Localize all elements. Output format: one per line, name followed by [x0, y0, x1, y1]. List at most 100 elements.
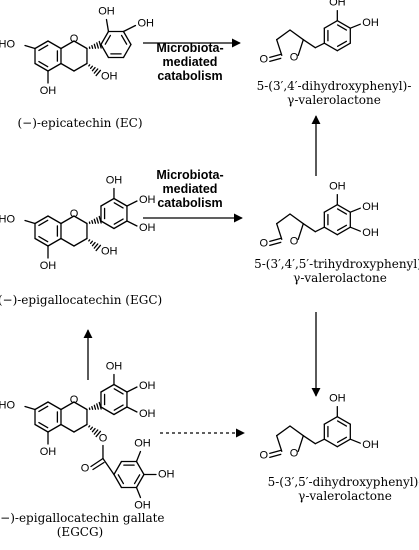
ec-3-stereo-hash-1	[88, 64, 91, 67]
ec-2-stereo-hash-2	[91, 45, 94, 49]
dhpvl35-ring-oxygen: O	[290, 447, 299, 459]
egcg-ring-b-bond-0-inner	[113, 388, 124, 395]
egcg-3-stereo-hash-5	[95, 430, 102, 438]
dhpvl-ring-bond-4	[276, 29, 291, 41]
egc-3-stereo-hash-2	[89, 240, 94, 244]
dhpvl35-ring-bond-2-inner	[336, 436, 348, 444]
thpvl-ring-bond-1	[297, 223, 304, 240]
egcg-5-hydroxyl: OH	[40, 446, 57, 458]
egcg-3-stereo-hash-1	[88, 425, 91, 428]
ec-3-hydroxyl: OH	[101, 71, 118, 83]
egc-ring-b-bond-0-inner	[113, 202, 124, 209]
egcg-galloyl-bond-5	[113, 473, 123, 489]
ec-3-stereo-hash-3	[91, 66, 96, 72]
dhpvl-ring-oxygen: O	[290, 51, 299, 63]
thpvl-ring-bond-5	[323, 204, 338, 213]
egcg-ring-c-bond-5	[60, 401, 75, 411]
egc-ring-b-bond-3	[100, 220, 115, 230]
thpvl-ring-bond-0	[289, 213, 304, 225]
ec-3-stereo-hash-4	[93, 68, 99, 74]
dhpvl35-caption-line-1: 5-(3′,5′-dihydroxyphenyl)-	[268, 475, 419, 489]
dhpvl-carbonyl-2	[269, 57, 282, 62]
process-label-middle-line-3: catabolism	[157, 196, 222, 210]
thpvl-carbonyl-2	[269, 241, 282, 246]
egc-7oh-bond	[24, 219, 36, 225]
egc-ring-a-bond-2	[47, 237, 62, 247]
ec-ring-a-bond-0	[47, 40, 62, 50]
egcg-ring-a-bond-2	[47, 423, 62, 433]
thpvl-oh3-bond	[349, 226, 361, 232]
dhpvl-caption-line-2: γ-valerolactone	[287, 93, 381, 107]
egcg-ring-b-bond-2	[113, 406, 128, 416]
dhpvl-ring-bond-0-inner	[336, 24, 348, 31]
egcg-galloyl-bond-0	[113, 460, 123, 476]
egc-ring-b-bond-0	[113, 197, 128, 207]
egcg-carbonyl-2	[92, 461, 105, 471]
egcg-2-stereo-hash-4	[96, 403, 99, 410]
ec-ring-oxygen: O	[70, 33, 79, 45]
ec-ring-b-bond-0	[100, 30, 110, 46]
ec-hydroxyl-3: OH	[98, 6, 115, 18]
egc-2-stereo-hash-2	[91, 220, 94, 224]
process-label-middle-line-1: Microbiota-	[156, 168, 223, 182]
egcg-ring-b-bond-5	[100, 383, 115, 393]
thpvl-oh2-bond	[349, 207, 361, 213]
dhpvl-ring-bond-3	[323, 42, 338, 52]
ec-2-stereo-hash-5	[98, 40, 102, 49]
egcg-3-stereo-hash-4	[93, 429, 99, 435]
thpvl-ring-bond-2-inner	[336, 224, 348, 232]
egcg-ring-oxygen: O	[70, 394, 79, 406]
ec-2-stereo-hash-3	[93, 43, 97, 49]
ec-ring-b-bond-2	[122, 30, 132, 46]
egc-ring-a-bond-3	[34, 237, 49, 247]
ec-ring-c-bond-2	[73, 62, 88, 72]
dhpvl-hydroxyl-3: OH	[329, 0, 346, 9]
ec-ring-b-bond-2-inner	[120, 34, 128, 45]
egc-ring-a-bond-5	[34, 215, 49, 225]
process-label-top-line-1: Microbiota-	[156, 41, 223, 55]
egcg-caption-line-1: (−)-epigallocatechin gallate	[0, 511, 165, 525]
egc-ring-a-bond-5-inner	[38, 219, 49, 227]
egcg-carbonyl	[90, 457, 104, 468]
egcg-galloyl-bond-3	[135, 473, 145, 489]
egcg-galloyl-hydroxyl-2: OH	[158, 469, 175, 481]
egcg-2-stereo-hash-3	[93, 404, 97, 410]
dhpvl-ring-bond-2	[336, 42, 351, 52]
ec-7-hydroxyl: HO	[0, 39, 15, 51]
egcg-galloyl-oh1-bond	[135, 450, 142, 463]
ec-ring-b-bond-3	[122, 43, 132, 59]
egc-caption-line-1: (−)-epigallocatechin (EGC)	[0, 293, 162, 307]
egcg-ring-a-bond-5	[34, 401, 49, 411]
dhpvl-oh2-bond	[349, 23, 361, 29]
egcg-7oh-bond	[24, 405, 36, 411]
egcg-carbonyl-oxygen: O	[81, 463, 90, 475]
dhpvl35-caption-line-2: γ-valerolactone	[298, 489, 392, 503]
egcg-hydroxyl-right: OH	[139, 380, 156, 392]
thpvl-ring-bond-0	[336, 204, 351, 213]
egcg-2-stereo-hash-5	[98, 401, 102, 410]
egc-ring-b-bond-2-inner	[113, 218, 124, 225]
dhpvl35-ring-bond-1	[297, 435, 304, 452]
ec-hydroxyl-4: OH	[137, 18, 154, 30]
dhpvl35-benzyl-bond	[314, 438, 325, 445]
dhpvl-ring-bond-1	[297, 39, 304, 56]
egc-2-stereo-hash-5	[98, 215, 102, 224]
egcg-ring-a-bond-3	[34, 423, 49, 433]
dhpvl-ring-bond-2-inner	[336, 40, 348, 48]
ec-oh3-bond	[105, 18, 110, 33]
egcg-ring-c-bond-3	[60, 423, 75, 433]
dhpvl35-ring-bond-2	[336, 438, 351, 448]
dhpvl35-ring-bond-0-inner	[336, 420, 348, 427]
egc-ring-b-bond-5	[100, 197, 115, 207]
dhpvl-ring-bond-3	[276, 39, 283, 56]
ec-ring-a-bond-3	[34, 62, 49, 72]
egcg-hydroxyl-top: OH	[106, 361, 123, 373]
dhpvl35-ring-bond-0	[336, 416, 351, 425]
dhpvl-hydroxyl-4: OH	[362, 17, 379, 29]
egc-3-stereo-hash-4	[93, 243, 99, 249]
ec-ring-c-bond-5	[60, 40, 75, 50]
egcg-7-hydroxyl: HO	[0, 400, 15, 412]
egcg-ester-oxygen: O	[99, 433, 108, 445]
